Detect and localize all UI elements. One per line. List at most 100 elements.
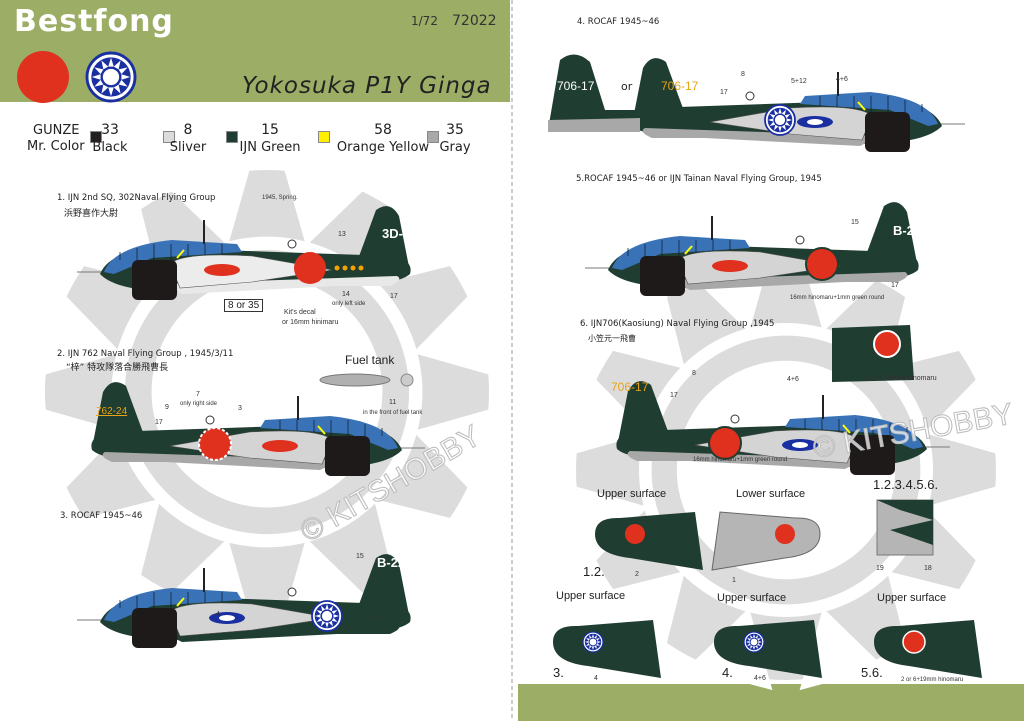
sun-ray	[769, 114, 776, 119]
sun-ray	[118, 67, 128, 75]
scheme2-title: 2. IJN 762 Naval Flying Group , 1945/3/1…	[57, 349, 234, 359]
scheme4-tail-white: 706-17	[557, 79, 595, 93]
or-label: or	[621, 80, 633, 93]
scheme2-pilot: “梓” 特攻隊落合勝飛曹長	[66, 363, 169, 373]
canopy	[800, 92, 938, 126]
sun-ray	[596, 638, 600, 641]
emblem-sun	[321, 610, 333, 622]
wing-roc-center	[807, 119, 823, 125]
sun-ray	[108, 57, 114, 67]
wing-hinomaru	[775, 524, 795, 544]
wing	[169, 602, 333, 637]
wing-roc-center	[792, 442, 808, 448]
sun-ray	[325, 604, 329, 610]
paint-number: 15	[261, 122, 279, 138]
sun-ray	[94, 79, 104, 87]
paint-name: Gray	[439, 140, 471, 155]
wing-detail	[874, 620, 982, 678]
scheme5-title: 5.ROCAF 1945~46 or IJN Tainan Naval Flyi…	[576, 174, 822, 184]
wingall-label: 1.2.3.4.5.6.	[873, 477, 939, 492]
callout-17c: 17	[375, 614, 383, 621]
emblem-sun	[774, 114, 786, 126]
sun-ray	[768, 118, 774, 122]
sun-ray	[121, 74, 131, 80]
sun-ray	[778, 108, 782, 114]
mission-mark	[342, 265, 348, 271]
sun-ray	[328, 620, 333, 627]
paint-number: 33	[101, 122, 119, 138]
sun-ray	[113, 84, 121, 94]
underside	[162, 624, 400, 642]
paint-name: Orange Yellow	[336, 140, 430, 155]
sun-ray	[778, 126, 782, 132]
callout-4-6b: 4+6	[787, 376, 799, 383]
scheme5-tail-code: B-22001	[893, 223, 943, 238]
scheme6-hinomaru-note: 16mm hinomaru+1mm green round	[693, 457, 788, 463]
bg-ray	[72, 498, 161, 587]
fuselage-hinomaru	[805, 247, 839, 281]
emblem-sun	[750, 638, 758, 646]
wing3-callout: 4	[594, 675, 598, 682]
engine-nacelle	[325, 436, 370, 476]
callout-4: 4	[216, 611, 220, 618]
sun-ray	[591, 646, 595, 650]
callout-8: 8	[741, 71, 745, 78]
wing-planform	[595, 512, 703, 570]
paint-number: 8	[183, 122, 193, 138]
paint-swatch-35	[427, 131, 439, 143]
sun-ray	[585, 640, 589, 644]
sun-ray	[118, 79, 128, 87]
engine-nacelle	[850, 435, 895, 475]
bg-ray	[34, 288, 122, 378]
winglow-callout: 1	[732, 577, 736, 584]
callout-7-note: only right side	[180, 401, 218, 407]
wing-inset	[832, 325, 914, 382]
sun-ray	[331, 617, 338, 622]
sun-ray	[774, 109, 779, 116]
wing3-surface: Upper surface	[556, 590, 626, 602]
fuselage-hinomaru	[708, 426, 742, 460]
wing3-label: 3.	[553, 665, 564, 680]
wing-roc-center	[219, 615, 235, 621]
fuel-tank	[319, 373, 391, 387]
wing-planform	[874, 620, 982, 678]
footer-band	[518, 684, 1024, 721]
sun-ray	[752, 634, 756, 638]
callout-13: 13	[338, 231, 346, 238]
sun-ray	[747, 643, 751, 646]
scheme6-title: 6. IJN706(Kaosiung) Naval Flying Group ,…	[580, 319, 775, 329]
wing-detail	[595, 512, 703, 570]
callout-11: 11	[389, 399, 397, 406]
sun-ray	[755, 645, 758, 649]
sun-ray	[757, 643, 761, 646]
yellow-leading-edge	[176, 597, 185, 607]
brand-logo: Bestfong	[14, 4, 174, 39]
paint-name: IJN Green	[239, 140, 301, 155]
sun-ray	[781, 124, 786, 131]
sun-ray	[321, 605, 326, 612]
direction-finder-loop	[745, 91, 755, 101]
sun-ray	[594, 645, 597, 649]
yellow-leading-edge	[842, 424, 851, 434]
paint-swatch-33	[90, 131, 102, 143]
scheme1-tail-code: 3D-176	[382, 226, 425, 241]
scheme3-title: 3. ROCAF 1945~46	[60, 511, 143, 521]
kit-decal-note-2: or 16mm hinimaru	[282, 319, 339, 326]
direction-finder-loop	[795, 235, 805, 245]
fuselage-hinomaru	[294, 252, 326, 284]
wing-planform	[711, 511, 821, 571]
callout-17: 17	[390, 293, 398, 300]
callout-4-6: 4+6	[836, 76, 848, 83]
wing12-label: 1.2.	[583, 564, 605, 579]
header-band	[0, 0, 510, 102]
callout-14-note: only left side	[332, 301, 366, 307]
alt-tail-underside	[548, 118, 640, 132]
sun-ray	[755, 635, 758, 639]
wing-hinomaru	[712, 260, 748, 272]
sun-ray	[752, 646, 756, 650]
callout-14: 14	[342, 291, 350, 298]
engine-nacelle	[132, 608, 177, 648]
bg-ray	[923, 483, 1007, 569]
wing-hinomaru	[625, 524, 645, 544]
